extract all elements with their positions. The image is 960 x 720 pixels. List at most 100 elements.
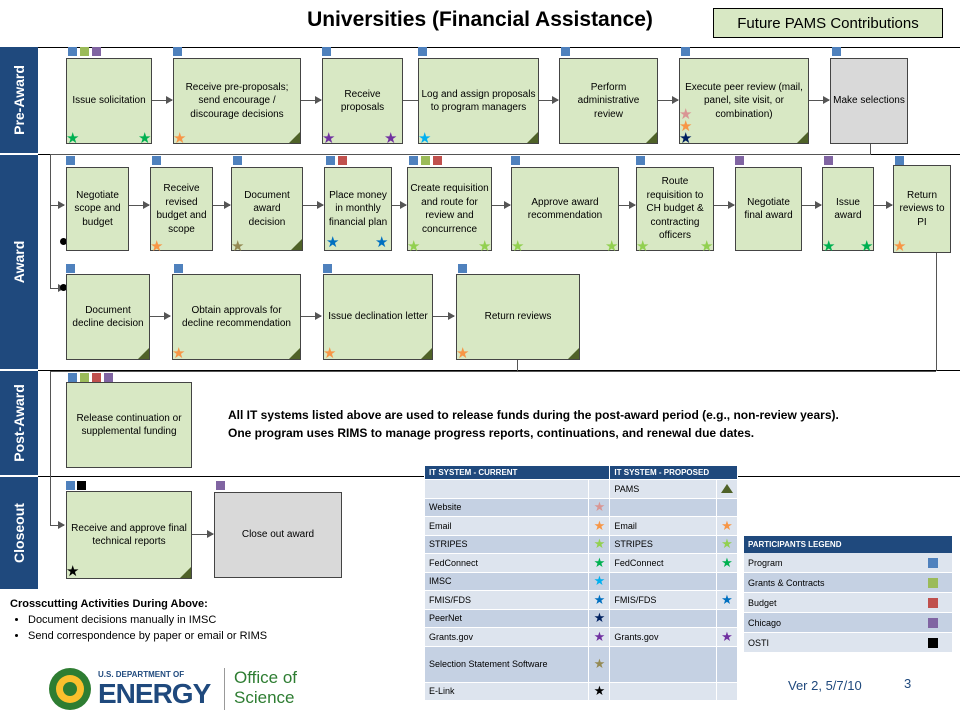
- step-create-requisition[interactable]: Create requisition and route for review …: [407, 167, 492, 251]
- participant-marker-program: [174, 264, 183, 273]
- table-row: Email★ Email★: [423, 516, 738, 536]
- participant-marker-chicago: [92, 47, 101, 56]
- stripes-star-icon: ★: [636, 238, 650, 255]
- pams-triangle-icon: [721, 484, 733, 494]
- legend-swatch: [928, 557, 938, 568]
- it-proposed-cell: [609, 571, 717, 591]
- list-item: Send correspondence by paper or email or…: [28, 628, 410, 644]
- website-star-icon: ★: [588, 497, 611, 517]
- stripes-star-icon: ★: [407, 238, 421, 255]
- table-row: PeerNet★: [423, 608, 738, 628]
- legend-swatch: [928, 637, 938, 648]
- pams-triangle-icon: [646, 132, 657, 143]
- step-issue-award[interactable]: Issue award: [822, 167, 874, 251]
- participant-marker-grants: [80, 373, 89, 382]
- it-systems-table: IT SYSTEM - CURRENT IT SYSTEM - PROPOSED…: [423, 465, 738, 701]
- participant-marker-grants: [80, 47, 89, 56]
- step-return-reviews[interactable]: Return reviews: [456, 274, 580, 360]
- imsc-star-icon: ★: [418, 130, 432, 147]
- elink-star-icon: ★: [66, 563, 80, 580]
- participant-marker-program: [636, 156, 645, 165]
- step-make-selections[interactable]: Make selections: [830, 58, 908, 144]
- legend-header: PARTICIPANTS LEGEND: [744, 536, 952, 553]
- grants-gov-star-icon: ★: [384, 130, 398, 147]
- connector-line: [936, 252, 937, 371]
- step-label: Return reviews: [484, 311, 552, 323]
- step-negotiate-scope[interactable]: Negotiate scope and budget: [66, 167, 129, 251]
- step-log-assign[interactable]: Log and assign proposals to program mana…: [418, 58, 539, 144]
- step-negotiate-final[interactable]: Negotiate final award: [735, 167, 802, 251]
- legend-swatch: [928, 597, 938, 608]
- branch-dot: [60, 238, 67, 245]
- legend-item: Budget: [744, 592, 952, 613]
- participant-marker-chicago: [104, 373, 113, 382]
- step-receive-preproposals[interactable]: Receive pre-proposals; send encourage / …: [173, 58, 301, 144]
- legend-label: Program: [744, 553, 924, 573]
- email-star-icon: ★: [173, 130, 187, 147]
- email-star-icon: ★: [323, 345, 337, 362]
- step-admin-review[interactable]: Perform administrative review: [559, 58, 658, 144]
- step-receive-proposals[interactable]: Receive proposals: [322, 58, 403, 144]
- logo-science: Science: [234, 688, 295, 707]
- it-current-cell: Website: [423, 497, 590, 517]
- email-star-icon: ★: [716, 516, 738, 536]
- legend-swatch: [928, 577, 938, 588]
- selection-statement-star-icon: ★: [588, 645, 611, 683]
- step-place-money[interactable]: Place money in monthly financial plan: [324, 167, 392, 251]
- participant-marker-chicago: [824, 156, 833, 165]
- step-receive-revised[interactable]: Receive revised budget and scope: [150, 167, 213, 251]
- flow-arrow: [802, 201, 822, 209]
- participant-marker-program: [895, 156, 904, 165]
- step-issue-declination[interactable]: Issue declination letter: [323, 274, 433, 360]
- flow-arrow: [714, 201, 735, 209]
- lane-label: Pre-Award: [11, 65, 27, 135]
- participant-marker-program: [323, 264, 332, 273]
- step-close-out[interactable]: Close out award: [214, 492, 342, 578]
- participant-marker-budget: [338, 156, 347, 165]
- pams-triangle-icon: [289, 348, 300, 359]
- it-proposed-cell: Email: [609, 516, 717, 536]
- step-label: Negotiate scope and budget: [74, 189, 121, 228]
- it-proposed-cell: FMIS/FDS: [609, 590, 717, 610]
- flow-arrow: [50, 201, 65, 209]
- step-label: Log and assign proposals to program mana…: [421, 88, 536, 114]
- step-label: Issue declination letter: [328, 311, 428, 323]
- step-release-continuation[interactable]: Release continuation or supplemental fun…: [66, 382, 192, 468]
- table-row: Grants.gov★ Grants.gov★: [423, 627, 738, 647]
- page-number: 3: [904, 676, 912, 691]
- flow-arrow: [874, 201, 893, 209]
- step-document-award[interactable]: Document award decision: [231, 167, 303, 251]
- fedconnect-star-icon: ★: [716, 553, 738, 573]
- step-approve-award[interactable]: Approve award recommendation: [511, 167, 619, 251]
- step-label: Approve award recommendation: [527, 196, 603, 222]
- step-receive-reports[interactable]: Receive and approve final technical repo…: [66, 491, 192, 579]
- fedconnect-star-icon: ★: [588, 553, 611, 573]
- lane-label: Closeout: [11, 503, 27, 563]
- note-line: All IT systems listed above are used to …: [228, 408, 839, 422]
- step-document-decline[interactable]: Document decline decision: [66, 274, 150, 360]
- logo-line2: ENERGY: [98, 678, 211, 709]
- it-systems-note: All IT systems listed above are used to …: [228, 406, 958, 442]
- table-row: Website★: [423, 497, 738, 517]
- legend-label: Budget: [744, 592, 924, 613]
- peernet-star-icon: ★: [588, 608, 611, 628]
- legend-item: OSTI: [744, 632, 952, 653]
- peernet-star-icon: ★: [679, 130, 693, 147]
- it-current-cell: IMSC: [423, 571, 590, 591]
- participant-marker-grants: [421, 156, 430, 165]
- flow-arrow: [619, 201, 636, 209]
- step-obtain-approvals[interactable]: Obtain approvals for decline recommendat…: [172, 274, 301, 360]
- legend-item: Grants & Contracts: [744, 572, 952, 593]
- step-route-requisition[interactable]: Route requisition to CH budget & contrac…: [636, 167, 714, 251]
- participant-marker-program: [152, 156, 161, 165]
- it-proposed-cell: [609, 681, 717, 701]
- it-proposed-cell: Grants.gov: [609, 627, 717, 647]
- flow-arrow: [539, 96, 559, 104]
- participants-legend: PARTICIPANTS LEGEND Program Grants & Con…: [744, 536, 952, 653]
- step-peer-review[interactable]: Execute peer review (mail, panel, site v…: [679, 58, 809, 144]
- table-row: IMSC★: [423, 571, 738, 591]
- future-pams-contributions-button[interactable]: Future PAMS Contributions: [713, 8, 943, 38]
- step-issue-solicitation[interactable]: Issue solicitation: [66, 58, 152, 144]
- step-return-reviews-pi[interactable]: Return reviews to PI: [893, 165, 951, 253]
- it-current-cell: FMIS/FDS: [423, 590, 590, 610]
